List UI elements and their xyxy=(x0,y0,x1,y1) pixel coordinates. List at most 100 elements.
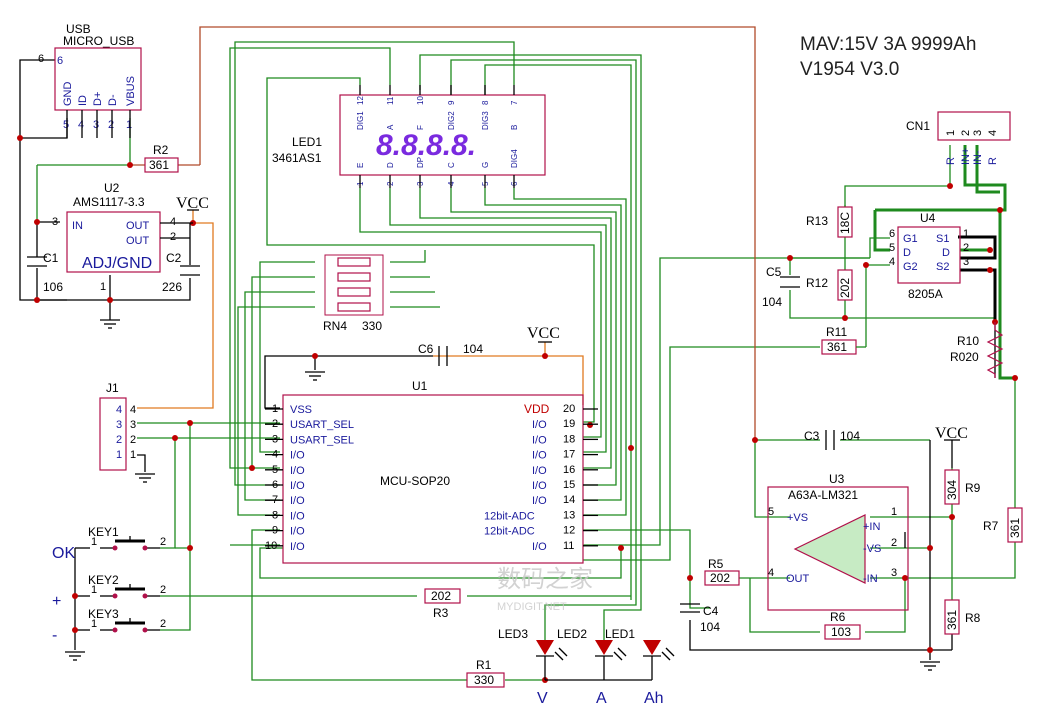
r5-value: 202 xyxy=(710,571,730,585)
display-ref: LED1 xyxy=(292,135,322,149)
r10-value: R020 xyxy=(950,350,979,364)
vbus-line xyxy=(36,26,756,440)
usb-pin-number: 2 xyxy=(108,119,114,131)
key-pin2: 2 xyxy=(160,618,166,630)
j1-pin-number-in: 3 xyxy=(116,419,122,431)
key-contact xyxy=(142,593,148,599)
c2: C2 226 xyxy=(162,251,200,294)
usb-pin-name: D+ xyxy=(92,92,104,106)
title-line1: MAV:15V 3A 9999Ah xyxy=(800,34,976,55)
r13: 18C R13 xyxy=(806,206,853,238)
u1-left-pin-name: I/O xyxy=(290,465,305,477)
usb-pin-name: D- xyxy=(107,94,119,106)
u2-part: AMS1117-3.3 xyxy=(73,195,145,209)
c4-value: 104 xyxy=(700,620,720,634)
r8-ref: R8 xyxy=(965,611,981,625)
u4-pin5: 5 xyxy=(889,242,895,254)
u1-left-pin-name: I/O xyxy=(290,541,305,553)
c1: C1 106 xyxy=(27,251,63,294)
u3-out: OUT xyxy=(786,573,810,585)
u1-left-pin-name: USART_SEL xyxy=(290,419,354,431)
usb-pin-number: 1 xyxy=(126,119,132,131)
u1-right-pin-number: 16 xyxy=(563,464,575,476)
u2-pin-in: 3 xyxy=(52,216,58,228)
rn4: RN4 330 xyxy=(323,254,384,333)
display-top-name: B xyxy=(510,125,519,130)
u1-right-pin-number: 15 xyxy=(563,479,575,491)
u3-in-neg: -IN xyxy=(863,573,878,585)
u1-right-pin-number: 20 xyxy=(563,403,575,415)
r1-value: 330 xyxy=(474,673,494,687)
u1-left-pin-name: I/O xyxy=(290,495,305,507)
r1: 330 R1 xyxy=(466,658,505,688)
cn1-pin-number: 4 xyxy=(987,130,999,136)
c1-value: 106 xyxy=(43,280,63,294)
u3-pin5: 5 xyxy=(768,506,774,518)
vcc-u3: VCC xyxy=(935,425,968,442)
title-line2: V1954 V3.0 xyxy=(800,59,899,80)
key-side-label: + xyxy=(52,593,61,610)
r10-ref: R10 xyxy=(957,334,979,348)
usb-title-1: USB xyxy=(66,22,91,36)
u1-right-pin-name: I/O xyxy=(532,450,547,462)
u1-right-pin-name: I/O xyxy=(532,419,547,431)
cn1-pin-number: 1 xyxy=(945,130,957,136)
usb-shield-num: 6 xyxy=(38,53,44,65)
u3-vs-neg: -VS xyxy=(863,543,881,555)
key-pin2: 2 xyxy=(160,584,166,596)
cn1-pin-name: R xyxy=(987,157,999,165)
led-label: Ah xyxy=(644,690,664,707)
c5-value: 104 xyxy=(762,295,782,309)
u1-right-pin-number: 14 xyxy=(563,494,575,506)
r6: 103 R6 xyxy=(824,610,861,640)
u4-part: 8205A xyxy=(908,287,943,301)
u1-left-pins: VSS1USART_SEL2USART_SEL3I/O4I/O5I/O6I/O7… xyxy=(265,403,354,553)
r7-ref: R7 xyxy=(983,519,999,533)
led-ray xyxy=(558,647,568,657)
r5-ref: R5 xyxy=(708,557,724,571)
u4-s2: S2 xyxy=(936,261,949,273)
display-top-pin: 11 xyxy=(386,96,395,105)
u1-right-pin-name: I/O xyxy=(532,495,547,507)
usb-title-2: MICRO_USB xyxy=(63,34,134,48)
led-label: V xyxy=(537,690,548,707)
u1-left-pin-name: VSS xyxy=(290,404,312,416)
c5-ref: C5 xyxy=(766,265,782,279)
display-bottom-name: D xyxy=(386,162,395,168)
watermark: 数码之家 MYDIGIT.NET xyxy=(497,566,593,613)
u2-pin-out1: 4 xyxy=(170,216,176,228)
led-ref: LED3 xyxy=(498,627,528,641)
u3-in-pos: +IN xyxy=(863,521,880,533)
u1-right-pin-number: 17 xyxy=(563,449,575,461)
u3-pin2: 2 xyxy=(891,537,897,549)
wires xyxy=(137,41,1016,681)
u4-pin4: 4 xyxy=(889,256,895,268)
c6: C6 104 VCC xyxy=(418,325,560,366)
c2-value: 226 xyxy=(162,280,182,294)
u1-right-pin-name: 12bit-ADC xyxy=(484,526,535,538)
u1-right-pin-name: I/O xyxy=(532,480,547,492)
key-pin1: 1 xyxy=(91,536,97,548)
vcc-u2: VCC xyxy=(176,195,209,212)
u4-g2: G2 xyxy=(903,261,918,273)
r8: 361 R8 xyxy=(944,599,981,635)
display-top-pin: 9 xyxy=(447,100,456,105)
rn4-ref: RN4 xyxy=(323,319,347,333)
u1-right-pin-number: 19 xyxy=(563,418,575,430)
c3-value: 104 xyxy=(840,429,860,443)
r6-value: 103 xyxy=(831,625,851,639)
r9-ref: R9 xyxy=(965,481,981,495)
led-display: LED1 3461AS1 8.8.8.8. 12DIG111A10F9DIG28… xyxy=(272,85,546,188)
u1-left-pin-name: USART_SEL xyxy=(290,434,354,446)
c3-ref: C3 xyxy=(804,429,820,443)
u4-ref: U4 xyxy=(920,211,936,225)
j1-pin-number: 3 xyxy=(130,419,136,431)
r6-ref: R6 xyxy=(830,610,846,624)
u1-right-pin-name: I/O xyxy=(532,434,547,446)
u2-pin-out2: 2 xyxy=(170,231,176,243)
r2-value: 361 xyxy=(149,158,169,172)
